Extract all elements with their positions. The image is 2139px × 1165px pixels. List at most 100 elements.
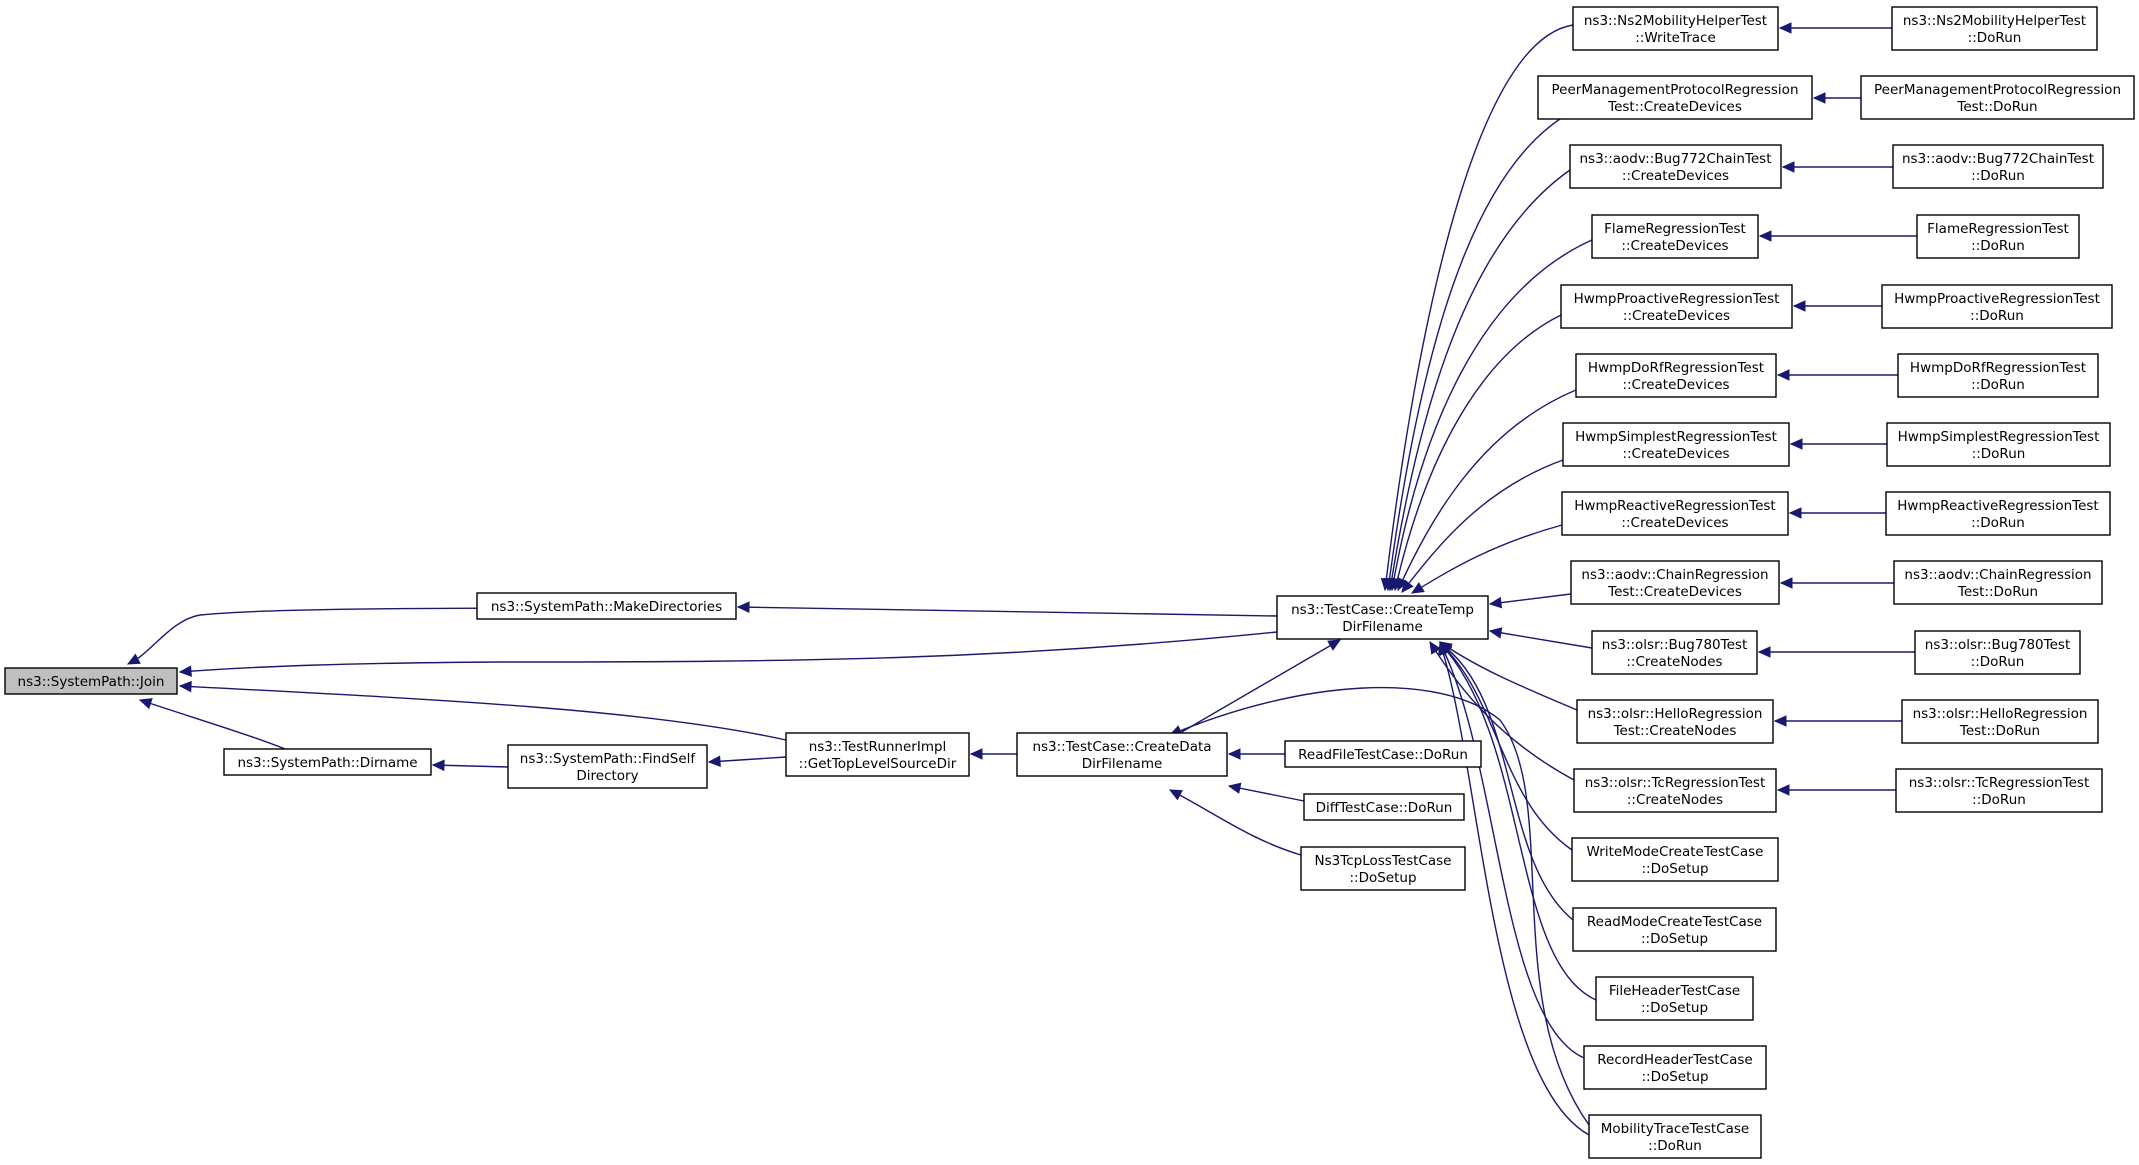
node-hellocn[interactable]: ns3::olsr::HelloRegressionTest::CreateNo…	[1576, 699, 1774, 744]
arrowhead	[969, 748, 983, 760]
node-box	[1891, 6, 2098, 51]
node-box	[1572, 907, 1777, 952]
arrowhead	[1757, 646, 1771, 658]
node-flamerun[interactable]: FlameRegressionTest::DoRun	[1916, 214, 2080, 259]
node-mobilitytrace[interactable]: MobilityTraceTestCase::DoRun	[1588, 1114, 1762, 1159]
node-box	[1893, 560, 2103, 605]
edge-bug780cn-to-createtemp	[1488, 627, 1593, 649]
node-label: MobilityTraceTestCase	[1601, 1121, 1749, 1137]
node-label: ::DoRun	[1968, 30, 2022, 46]
arrowhead	[178, 665, 192, 677]
node-box	[1560, 284, 1793, 329]
node-bug772cd[interactable]: ns3::aodv::Bug772ChainTest::CreateDevice…	[1569, 144, 1782, 189]
arrowhead	[1488, 627, 1503, 639]
node-label: HwmpProactiveRegressionTest	[1574, 291, 1780, 307]
edge-line	[1394, 314, 1562, 591]
node-ns2run[interactable]: ns3::Ns2MobilityHelperTest::DoRun	[1891, 6, 2098, 51]
node-dirname[interactable]: ns3::SystemPath::Dirname	[223, 748, 432, 776]
edge-ns2run-to-ns2write	[1778, 22, 1892, 34]
node-box	[1886, 422, 2111, 467]
node-peercd[interactable]: PeerManagementProtocolRegressionTest::Cr…	[1537, 75, 1813, 120]
node-label: ::DoSetup	[1641, 1000, 1708, 1016]
node-tccn[interactable]: ns3::olsr::TcRegressionTest::CreateNodes	[1573, 768, 1777, 813]
node-hrrun[interactable]: HwmpReactiveRegressionTest::DoRun	[1885, 491, 2111, 536]
node-label: ::CreateDevices	[1623, 308, 1730, 324]
node-box	[1276, 595, 1489, 640]
node-label: ns3::olsr::Bug780Test	[1602, 637, 1747, 653]
arrowhead	[736, 601, 750, 613]
node-label: ns3::aodv::Bug772ChainTest	[1902, 151, 2094, 167]
node-hpcd[interactable]: HwmpProactiveRegressionTest::CreateDevic…	[1560, 284, 1793, 329]
arrowhead	[1438, 641, 1450, 656]
edge-line	[1387, 118, 1561, 591]
edge-hellocn-to-createtemp	[1439, 641, 1578, 711]
node-bug780run[interactable]: ns3::olsr::Bug780Test::DoRun	[1914, 630, 2081, 675]
arrowhead	[138, 698, 153, 710]
node-writemode[interactable]: WriteModeCreateTestCase::DoSetup	[1571, 837, 1779, 882]
edge-mobilitytrace-to-createtemp	[1438, 641, 1590, 1136]
node-chaincd[interactable]: ns3::aodv::ChainRegressionTest::CreateDe…	[1570, 560, 1780, 605]
node-label: FileHeaderTestCase	[1609, 983, 1740, 999]
edge-gettop-to-join	[178, 680, 787, 741]
edge-line	[1439, 641, 1578, 711]
edge-line	[1391, 239, 1593, 591]
node-label: ns3::aodv::ChainRegression	[1904, 567, 2091, 583]
arrowhead	[1776, 784, 1790, 796]
node-label: Test::DoRun	[1959, 723, 2040, 739]
arrowhead	[431, 759, 445, 772]
node-box	[1895, 768, 2103, 813]
edges	[126, 22, 1917, 1136]
node-hdrun[interactable]: HwmpDoRfRegressionTest::DoRun	[1897, 353, 2099, 398]
arrowhead	[178, 680, 192, 693]
node-join[interactable]: ns3::SystemPath::Join	[4, 667, 178, 695]
edge-difftest-to-createdata	[1227, 782, 1305, 802]
node-label: HwmpDoRfRegressionTest	[1588, 360, 1764, 376]
node-recordheader[interactable]: RecordHeaderTestCase::DoSetup	[1583, 1045, 1767, 1090]
node-fileheader[interactable]: FileHeaderTestCase::DoSetup	[1595, 976, 1754, 1021]
node-ns3tcp[interactable]: Ns3TcpLossTestCase::DoSetup	[1300, 846, 1466, 891]
node-label: ns3::olsr::Bug780Test	[1925, 637, 2070, 653]
node-hrcd[interactable]: HwmpReactiveRegressionTest::CreateDevice…	[1561, 491, 1789, 536]
edge-line	[179, 631, 1278, 673]
node-bug780cn[interactable]: ns3::olsr::Bug780Test::CreateNodes	[1591, 630, 1758, 675]
nodes: ns3::SystemPath::Join ns3::SystemPath::Ma…	[4, 6, 2135, 1159]
node-difftest[interactable]: DiffTestCase::DoRun	[1303, 793, 1465, 821]
node-label: ns3::Ns2MobilityHelperTest	[1903, 13, 2086, 29]
edge-line	[1228, 785, 1305, 802]
node-bug772run[interactable]: ns3::aodv::Bug772ChainTest::DoRun	[1892, 144, 2104, 189]
node-ns2write[interactable]: ns3::Ns2MobilityHelperTest::WriteTrace	[1572, 6, 1779, 51]
node-label: PeerManagementProtocolRegression	[1552, 82, 1799, 98]
node-label: ::CreateDevices	[1621, 238, 1728, 254]
node-makedirs[interactable]: ns3::SystemPath::MakeDirectories	[476, 592, 737, 620]
node-hdcd[interactable]: HwmpDoRfRegressionTest::CreateDevices	[1575, 353, 1777, 398]
arrowhead	[1227, 782, 1242, 794]
node-label: ns3::aodv::Bug772ChainTest	[1579, 151, 1771, 167]
node-hscd[interactable]: HwmpSimplestRegressionTest::CreateDevice…	[1562, 422, 1790, 467]
node-tcrun[interactable]: ns3::olsr::TcRegressionTest::DoRun	[1895, 768, 2103, 813]
node-label: ns3::TestCase::CreateData	[1032, 739, 1211, 755]
edge-createtemp-to-join	[178, 631, 1278, 677]
node-gettop[interactable]: ns3::TestRunnerImpl::GetTopLevelSourceDi…	[785, 732, 970, 777]
node-hsrun[interactable]: HwmpSimplestRegressionTest::DoRun	[1886, 422, 2111, 467]
node-hprun[interactable]: HwmpProactiveRegressionTest::DoRun	[1881, 284, 2113, 329]
node-readmode[interactable]: ReadModeCreateTestCase::DoSetup	[1572, 907, 1777, 952]
edge-createtemp-to-makedirs	[736, 601, 1278, 617]
node-label: ::DoRun	[1970, 308, 2024, 324]
arrowhead	[1429, 640, 1442, 655]
node-label: ::DoRun	[1648, 1138, 1702, 1154]
node-peerrun[interactable]: PeerManagementProtocolRegressionTest::Do…	[1860, 75, 2135, 120]
edge-line	[1401, 459, 1564, 593]
node-box	[1284, 740, 1482, 768]
node-flamecd[interactable]: FlameRegressionTest::CreateDevices	[1591, 214, 1759, 259]
node-readfile[interactable]: ReadFileTestCase::DoRun	[1284, 740, 1482, 768]
edge-line	[1169, 789, 1302, 856]
edge-bug772run-to-bug772cd	[1781, 161, 1893, 173]
edge-line	[737, 606, 1278, 617]
edge-line	[432, 764, 509, 768]
